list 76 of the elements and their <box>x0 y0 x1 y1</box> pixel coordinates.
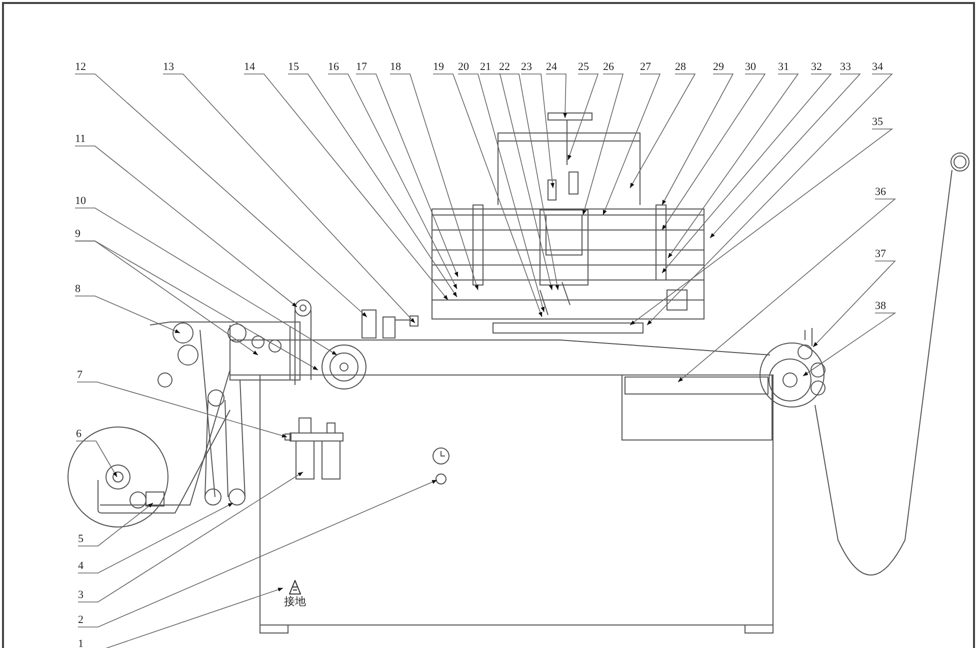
callout-number: 4 <box>78 559 98 573</box>
leader-line <box>78 472 304 602</box>
leader-line <box>78 480 438 628</box>
leader-line <box>812 260 896 348</box>
callout-number: 8 <box>75 282 95 296</box>
leader-line <box>458 74 545 312</box>
leader-line <box>74 296 180 334</box>
leader-line <box>162 74 416 324</box>
callout-number: 24 <box>546 60 566 74</box>
leader-line <box>568 74 599 160</box>
leader-line <box>802 312 896 376</box>
leader-line <box>662 74 734 206</box>
leader-line <box>74 74 368 318</box>
callout-number: 25 <box>578 60 598 74</box>
callout-number: 20 <box>458 60 478 74</box>
callout-number: 15 <box>288 60 308 74</box>
callout-number: 37 <box>875 247 895 261</box>
callout-number: 36 <box>875 185 895 199</box>
callout-number: 29 <box>713 60 733 74</box>
leader-line <box>602 74 661 216</box>
ground-label: 接地 <box>284 595 306 609</box>
callout-number: 33 <box>840 60 860 74</box>
leader-line <box>78 502 234 574</box>
callout-number: 6 <box>76 427 96 441</box>
leader-line <box>76 440 118 478</box>
callout-number: 17 <box>356 60 376 74</box>
leader-line <box>520 74 554 188</box>
callout-number: 11 <box>75 132 95 146</box>
callout-number: 13 <box>163 60 183 74</box>
callout-number: 2 <box>78 613 98 627</box>
leader-line <box>678 198 896 382</box>
leader-line <box>668 74 799 258</box>
leader-line <box>76 382 288 438</box>
callout-number: 14 <box>244 60 264 74</box>
callout-number: 16 <box>328 60 348 74</box>
callout-number: 23 <box>521 60 541 74</box>
leader-line <box>498 74 560 290</box>
leader-line <box>432 74 542 318</box>
callout-number: 27 <box>640 60 660 74</box>
callout-number: 12 <box>75 60 95 74</box>
leader-line <box>646 74 893 326</box>
leader-line <box>356 74 458 278</box>
callout-number: 31 <box>778 60 798 74</box>
callout-number: 28 <box>675 60 695 74</box>
leader-line <box>662 74 766 230</box>
leader-line <box>630 128 894 326</box>
leader-line <box>390 74 478 290</box>
callout-number: 19 <box>433 60 453 74</box>
leader-line <box>288 74 458 298</box>
leader-line <box>74 208 338 356</box>
callout-number: 9 <box>75 227 95 241</box>
callout-number: 35 <box>872 115 892 129</box>
leader-line <box>546 74 568 118</box>
callout-number: 26 <box>603 60 623 74</box>
callout-number: 38 <box>875 299 895 313</box>
callout-number: 21 <box>480 60 500 74</box>
callout-number: 30 <box>745 60 765 74</box>
leader-line <box>662 74 832 274</box>
leader-line <box>78 502 154 546</box>
callout-number: 22 <box>499 60 519 74</box>
callout-number: 1 <box>78 637 98 648</box>
leader-line <box>74 146 298 308</box>
callout-number: 18 <box>390 60 410 74</box>
leader-line <box>244 74 448 300</box>
leader-line <box>328 74 458 290</box>
leader-line <box>582 74 624 216</box>
leader-line <box>630 74 696 188</box>
leader-line <box>480 74 553 290</box>
leader-line <box>74 240 318 370</box>
callout-number: 3 <box>78 588 98 602</box>
callout-number: 10 <box>75 194 95 208</box>
callout-number: 32 <box>811 60 831 74</box>
leader-line <box>710 74 861 238</box>
callout-number: 7 <box>77 368 97 382</box>
callout-number: 5 <box>78 532 98 546</box>
callout-number: 34 <box>872 60 892 74</box>
